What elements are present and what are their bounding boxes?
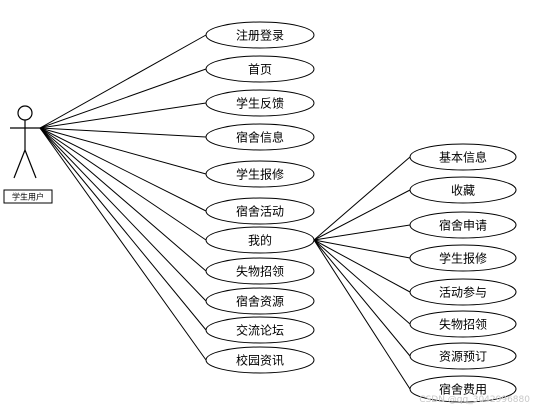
- association-line: [39, 68, 207, 129]
- association-line: [39, 127, 207, 241]
- use-case-basic-info[interactable]: 基本信息: [409, 143, 517, 171]
- use-case-ellipse: [409, 143, 517, 171]
- sub-association-line: [313, 239, 411, 325]
- use-case-ellipse: [205, 89, 315, 117]
- actor-left-leg: [13, 149, 26, 179]
- use-case-label: 注册登录: [236, 28, 284, 43]
- use-case-ellipse: [409, 278, 517, 306]
- use-case-ellipse: [409, 375, 517, 403]
- actor-label: 学生用户: [12, 192, 44, 202]
- use-case-label: 资源预订: [439, 350, 487, 364]
- use-case-ellipse: [409, 244, 517, 272]
- use-case-ellipse: [205, 197, 315, 225]
- use-case-label: 交流论坛: [236, 323, 284, 338]
- use-case-label: 学生报修: [236, 167, 284, 182]
- use-case-ellipse: [205, 287, 315, 315]
- actor-right-leg: [24, 149, 37, 179]
- actor-label-box: [3, 189, 53, 204]
- use-case-favorites[interactable]: 收藏: [409, 176, 517, 204]
- sub-association-line: [313, 224, 411, 241]
- use-case-forum[interactable]: 交流论坛: [205, 316, 315, 344]
- use-case-mine[interactable]: 我的: [205, 226, 315, 254]
- use-case-student-feedback[interactable]: 学生反馈: [205, 89, 315, 117]
- use-case-ellipse: [205, 55, 315, 83]
- use-case-label: 宿舍资源: [236, 294, 284, 309]
- association-line: [39, 127, 207, 138]
- sub-association-line: [313, 156, 411, 241]
- use-case-ellipse: [409, 211, 517, 239]
- use-case-label: 收藏: [451, 184, 475, 198]
- sub-association-line: [313, 189, 411, 241]
- use-case-ellipse: [205, 316, 315, 344]
- use-case-sub-lost-found[interactable]: 失物招领: [409, 310, 517, 338]
- use-case-sub-student-repair[interactable]: 学生报修: [409, 244, 517, 272]
- association-line: [39, 127, 207, 272]
- sub-association-line: [313, 239, 411, 293]
- use-case-label: 宿舍申请: [439, 218, 487, 233]
- use-case-register-login[interactable]: 注册登录: [205, 21, 315, 49]
- use-case-activity-join[interactable]: 活动参与: [409, 278, 517, 306]
- association-line: [39, 127, 207, 361]
- use-case-ellipse: [409, 176, 517, 204]
- use-case-dorm-resources[interactable]: 宿舍资源: [205, 287, 315, 315]
- watermark: CSDN @qq_3042996880: [419, 395, 530, 405]
- use-case-label: 校园资讯: [236, 353, 284, 368]
- association-lines: [39, 34, 411, 390]
- actor-head: [17, 105, 33, 121]
- use-case-label: 首页: [248, 63, 272, 77]
- use-case-student-repair[interactable]: 学生报修: [205, 160, 315, 188]
- use-case-dorm-info[interactable]: 宿舍信息: [205, 123, 315, 151]
- use-case-ellipse: [205, 226, 315, 254]
- use-case-ellipse: [205, 346, 315, 374]
- use-case-dorm-application[interactable]: 宿舍申请: [409, 211, 517, 239]
- use-case-label: 失物招领: [439, 317, 487, 332]
- use-case-label: 宿舍费用: [439, 382, 487, 397]
- use-case-label: 活动参与: [439, 285, 487, 300]
- use-case-dorm-activity[interactable]: 宿舍活动: [205, 197, 315, 225]
- use-case-ellipse: [205, 21, 315, 49]
- use-case-label: 学生反馈: [236, 96, 284, 111]
- sub-association-line: [313, 239, 411, 357]
- sub-association-line: [313, 239, 411, 390]
- use-case-label: 我的: [248, 233, 272, 248]
- association-line: [39, 127, 207, 302]
- use-case-ellipse: [409, 342, 517, 370]
- use-case-ellipse: [205, 160, 315, 188]
- association-line: [39, 102, 207, 129]
- use-case-resource-booking[interactable]: 资源预订: [409, 342, 517, 370]
- use-case-home[interactable]: 首页: [205, 55, 315, 83]
- association-line: [39, 127, 207, 212]
- use-case-label: 宿舍活动: [236, 204, 284, 219]
- actor-student-user[interactable]: 学生用户: [3, 105, 53, 204]
- use-case-dorm-fees[interactable]: 宿舍费用: [409, 375, 517, 403]
- sub-association-line: [313, 239, 411, 259]
- use-case-label: 宿舍信息: [236, 130, 284, 145]
- use-case-campus-news[interactable]: 校园资讯: [205, 346, 315, 374]
- association-line: [39, 127, 207, 331]
- use-case-lost-found[interactable]: 失物招领: [205, 257, 315, 285]
- use-case-ellipse: [205, 123, 315, 151]
- use-case-ellipse: [205, 257, 315, 285]
- use-case-ellipse: [409, 310, 517, 338]
- association-line: [39, 34, 207, 129]
- use-case-label: 失物招领: [236, 264, 284, 279]
- use-case-label: 学生报修: [439, 251, 487, 266]
- use-case-label: 基本信息: [439, 150, 487, 165]
- association-line: [39, 127, 207, 175]
